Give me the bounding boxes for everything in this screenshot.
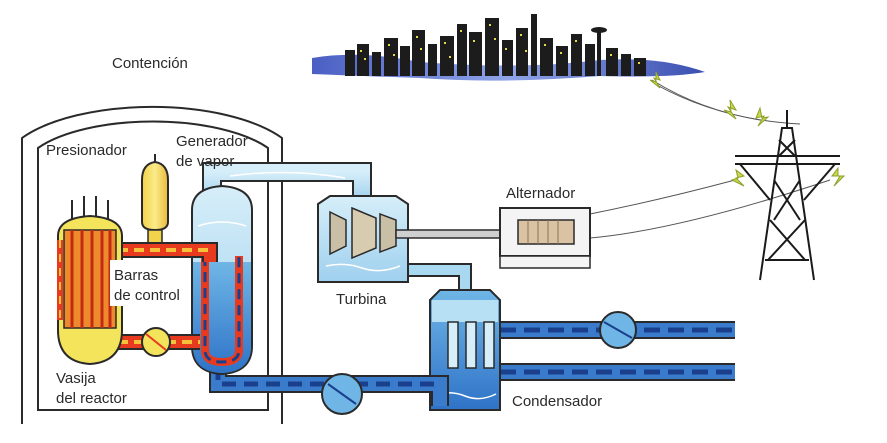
reactor-vessel-label-line2: del reactor bbox=[56, 390, 127, 407]
city-skyline bbox=[312, 14, 705, 81]
pressurizer-label: Presionador bbox=[46, 142, 127, 159]
transmission-tower bbox=[735, 110, 840, 281]
spark-icon bbox=[649, 71, 846, 187]
power-lines bbox=[589, 79, 831, 239]
cooling-water-pipes bbox=[500, 311, 735, 381]
containment-building bbox=[21, 105, 283, 424]
steam-generator bbox=[191, 184, 253, 376]
reactor-vessel-label-line1: Vasija bbox=[56, 370, 96, 387]
control-rods-label-line1: Barras bbox=[114, 267, 159, 284]
condenser-label: Condensador bbox=[512, 393, 603, 410]
steam-generator-label-line1: Generador bbox=[176, 133, 248, 150]
primary-loop bbox=[118, 242, 218, 357]
generator-label: Alternador bbox=[506, 185, 576, 202]
turbine-label: Turbina bbox=[336, 291, 387, 308]
pressurizer bbox=[141, 154, 169, 251]
steam-generator-label-line2: de vapor bbox=[176, 153, 235, 170]
generator bbox=[395, 207, 591, 269]
control-rods-label-bg bbox=[110, 260, 190, 306]
turbine bbox=[317, 195, 409, 283]
containment-label: Contención bbox=[112, 55, 188, 72]
control-rods-label-line2: de control bbox=[114, 287, 180, 304]
reactor-vessel bbox=[57, 196, 123, 366]
